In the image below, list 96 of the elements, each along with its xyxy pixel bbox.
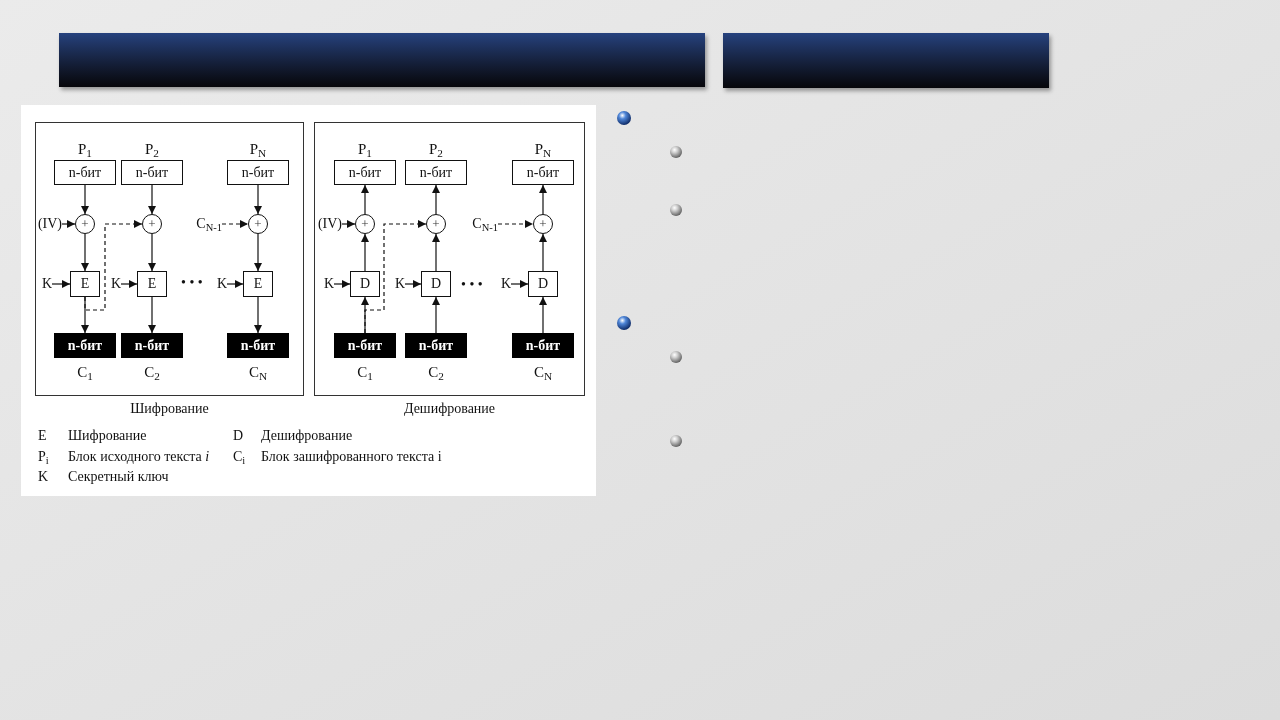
block-caption: C$_{2}$ [144,364,160,380]
arrow [120,280,138,288]
block-label: n-бит [68,164,102,181]
arrow [148,296,156,334]
function-block [528,271,558,297]
block-caption: C$_{1}$ [77,364,93,380]
arrow [361,233,369,272]
symbol-description: Дешифрование [261,427,353,445]
symbol-key: D [233,427,244,445]
block-caption: P$_{N}$ [534,141,552,157]
arrow [432,296,440,334]
arrow [254,296,262,334]
arrow [254,233,262,272]
function-block [137,271,167,297]
arrow [81,233,89,272]
block-caption: P$_{2}$ [145,141,159,157]
plus-sign: + [81,217,89,231]
symbol-key: E [38,427,47,445]
arrow [254,184,262,215]
arrow [333,280,351,288]
function-block [70,271,100,297]
panel-caption: Дешифрование [403,401,496,417]
block-label: n-бит [240,337,276,354]
block-caption: P$_{1}$ [358,141,372,157]
block-caption: C$_{2}$ [428,364,444,380]
arrow [432,184,440,215]
block-caption: C$_{N}$ [533,364,553,380]
symbol-description: Секретный ключ [68,468,169,486]
block-label: n-бит [526,164,560,181]
iv-label: (IV) [36,215,62,233]
key-label: K [109,275,121,293]
arrow [341,220,356,228]
arrow [361,184,369,215]
panel-caption: Шифрование [130,401,209,417]
function-label: D [537,276,549,292]
function-block [421,271,451,297]
arrow [539,233,547,272]
dashed-arrow [364,220,427,334]
block-label: n-бит [135,164,169,181]
symbol-key: C$_{i}$ [233,448,246,466]
title-bar [59,33,705,87]
dashed-arrow [221,220,249,228]
block-caption: P$_{N}$ [249,141,267,157]
feedback-label: C$_{N-1}$ [468,215,498,233]
arrow [226,280,244,288]
function-label: E [253,276,263,292]
block-label: n-бит [67,337,103,354]
key-label: K [393,275,405,293]
ellipsis: • • • [461,276,483,294]
plus-sign: + [361,217,369,231]
feedback-label: C$_{N-1}$ [192,215,222,233]
block-caption: C$_{N}$ [248,364,268,380]
arrow [432,233,440,272]
function-label: D [430,276,442,292]
symbol-key: P$_{i}$ [38,448,49,466]
arrow [81,184,89,215]
arrow [404,280,422,288]
dashed-arrow [84,220,143,311]
iv-label: (IV) [316,215,342,233]
arrow [148,184,156,215]
symbol-description: Шифрование [68,427,147,445]
block-label: n-бит [525,337,561,354]
ellipsis: • • • [181,274,203,292]
block-label: n-бит [347,337,383,354]
dashed-arrow [497,220,534,228]
arrow [539,296,547,334]
block-caption: C$_{1}$ [357,364,373,380]
function-label: E [147,276,157,292]
arrow [148,233,156,272]
arrow [51,280,71,288]
key-label: K [499,275,511,293]
plus-sign: + [539,217,547,231]
symbol-key: K [38,468,49,486]
key-label: K [215,275,227,293]
block-label: n-бит [418,337,454,354]
block-label: n-бит [348,164,382,181]
block-label: n-бит [241,164,275,181]
arrow [510,280,529,288]
plus-sign: + [254,217,262,231]
arrow [539,184,547,215]
block-caption: P$_{2}$ [429,141,443,157]
symbol-description: Блок зашифрованного текста i [261,448,442,466]
key-label: K [40,275,52,293]
title-bar [723,33,1049,88]
function-label: E [80,276,90,292]
arrow [61,220,76,228]
block-label: n-бит [134,337,170,354]
function-block [243,271,273,297]
key-label: K [322,275,334,293]
block-label: n-бит [419,164,453,181]
plus-sign: + [148,217,156,231]
function-block [350,271,380,297]
symbol-description: Блок исходного текста i [68,448,210,466]
function-label: D [359,276,371,292]
plus-sign: + [432,217,440,231]
block-caption: P$_{1}$ [78,141,92,157]
